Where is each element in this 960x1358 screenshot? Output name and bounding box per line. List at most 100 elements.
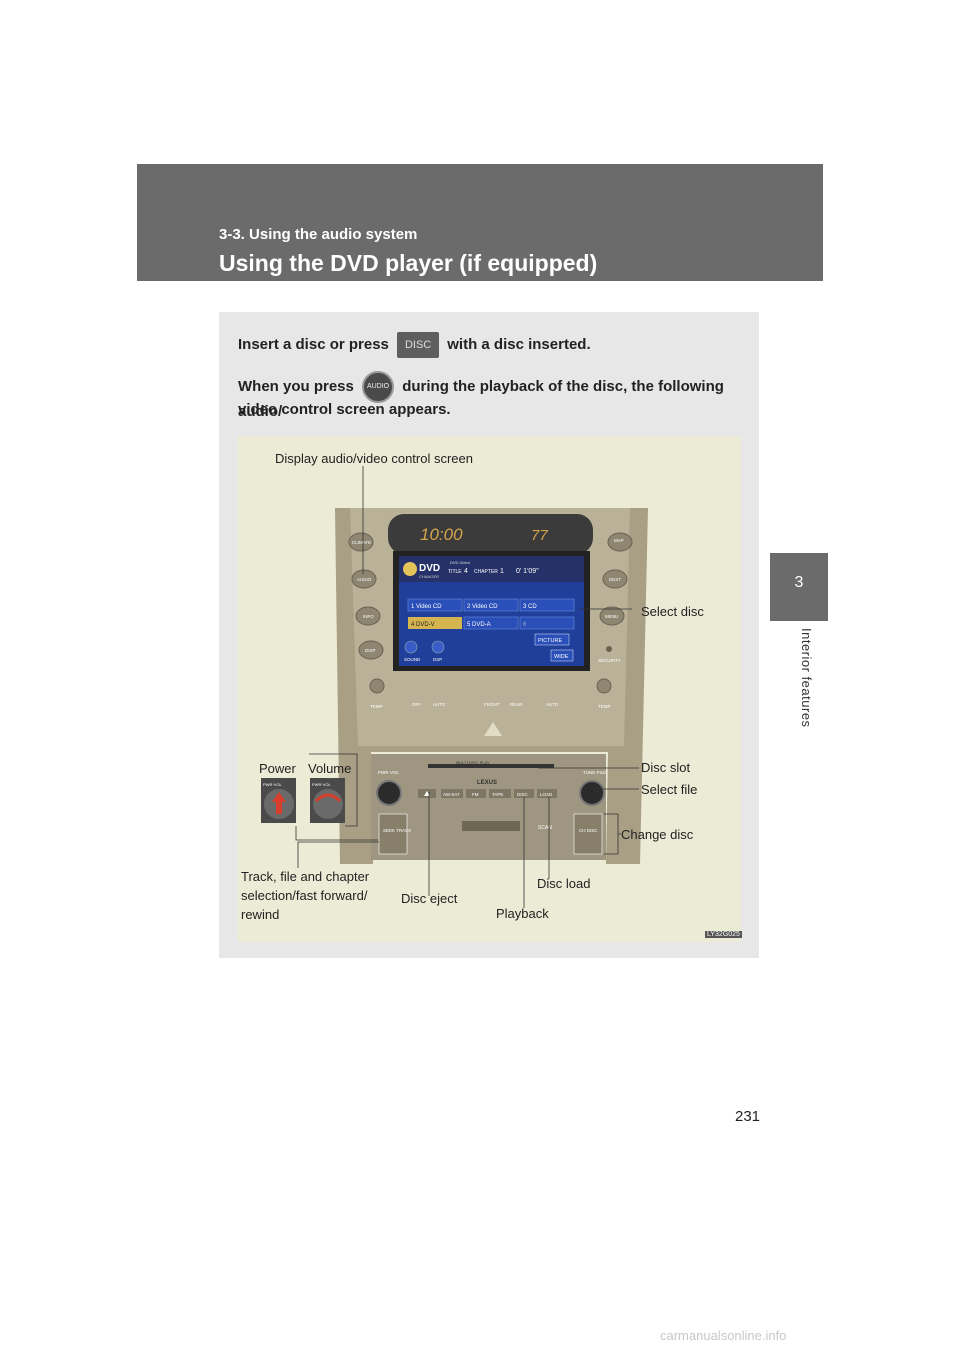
info-button	[355, 606, 381, 626]
climate-label: CLIMATE	[352, 540, 371, 545]
dest-button	[602, 569, 628, 589]
dsp-icon	[431, 640, 445, 654]
knob-label-power: PWR·VOL	[263, 782, 282, 787]
map-label: MAP	[614, 538, 624, 543]
am-sat-label: AM·SAT	[443, 792, 460, 797]
scan-label: SCAN	[538, 825, 552, 831]
instruction-panel: Insert a disc or press DISC with a disc …	[219, 312, 759, 958]
climate-front: FRONT	[484, 702, 500, 707]
disp-button	[358, 640, 384, 660]
dvd-video-text: DVD-Video	[450, 560, 471, 565]
callout-change-disc: Change disc	[621, 827, 694, 842]
press-arrow-icon	[272, 792, 286, 814]
callout-disc-load: Disc load	[537, 876, 591, 891]
hazard-icon	[484, 722, 502, 736]
callout-track: Track, file and chapter selection/fast f…	[241, 867, 369, 924]
ch-disc-button	[573, 813, 603, 855]
disc-label: 6	[523, 622, 527, 628]
multi-disc-label: MULTI-DISC PLAY	[456, 760, 490, 765]
callout-volume: Volume	[308, 761, 352, 776]
rotate-arrow-icon	[314, 793, 342, 803]
dest-label: DEST	[609, 577, 621, 582]
section-header: 3-3. Using the audio system Using the DV…	[137, 164, 823, 281]
lexus-logo: LEXUS	[477, 780, 497, 786]
temp-right-label: TEMP	[598, 704, 611, 709]
leader-lines	[295, 466, 639, 908]
title-number: 4	[464, 568, 468, 575]
disc-item-5	[463, 616, 519, 630]
page-title: Using the DVD player (if equipped)	[219, 250, 598, 276]
climate-auto: AUTO	[433, 702, 446, 707]
callout-disc-slot: Disc slot	[641, 760, 691, 775]
instruction-text: during the playback of the disc, the fol…	[238, 377, 724, 420]
left-buttons: CLIMATE AUDIO INFO DISP	[348, 532, 384, 660]
source-buttons: AM·SAT FM TAPE DISC LOAD	[418, 789, 557, 798]
dvd-logo: DVD	[419, 563, 440, 574]
disc-source-button	[514, 789, 534, 798]
instruction-line-1: Insert a disc or press DISC with a disc …	[238, 332, 591, 358]
sound-label: SOUND	[404, 657, 421, 662]
temp-left-button	[369, 678, 385, 694]
audio-label: AUDIO	[357, 577, 372, 582]
ch-disc-label: CH DISC	[579, 828, 598, 833]
menu-button	[599, 606, 625, 626]
dvd-disc-icon	[403, 562, 417, 576]
disc-source-label: DISC	[517, 792, 529, 797]
climate-off: OFF	[412, 702, 421, 707]
temp-right-button	[596, 678, 612, 694]
map-button	[607, 532, 633, 552]
chapter-tab: 3	[770, 553, 828, 621]
clock-text: 10:00	[420, 525, 463, 544]
tune-file-label: TUNE·FILE	[583, 770, 606, 775]
disc-label: 5 DVD-A	[467, 622, 491, 628]
instruction-line-2: When you press AUDIO during the playback…	[238, 371, 759, 420]
instruction-text: When you press	[238, 377, 354, 395]
sound-icon	[404, 640, 418, 654]
picture-label: PICTURE	[538, 638, 562, 644]
disp-label: DISP	[365, 648, 376, 653]
picture-button	[534, 633, 570, 646]
instruction-text: Insert a disc or press	[238, 335, 389, 353]
disc-item-6	[519, 616, 575, 630]
section-label: 3-3. Using the audio system	[219, 226, 418, 243]
disc-button-icon: DISC	[397, 332, 440, 358]
console-illustration: 10:00 77 DVD CHANGER DVD-Video TITLE 4 C…	[261, 466, 648, 908]
callout-display: Display audio/video control screen	[275, 451, 473, 466]
info-label: INFO	[363, 614, 374, 619]
callout-track-line: Track, file and chapter	[241, 869, 370, 884]
disc-item-3	[519, 598, 575, 612]
screen-header	[399, 556, 584, 582]
disc-item-2	[463, 598, 519, 612]
knob-label-volume: PWR·VOL	[312, 782, 331, 787]
callout-playback: Playback	[496, 906, 549, 921]
callout-track-line: rewind	[241, 907, 280, 922]
dsp-label: DSP	[433, 657, 442, 662]
climate-rear: REAR	[510, 702, 523, 707]
audio-button-icon: AUDIO	[362, 371, 395, 403]
eject-icon	[424, 791, 430, 796]
disc-item-4	[408, 617, 462, 629]
temp-left-label: TEMP	[370, 704, 383, 709]
page-number: 231	[735, 1108, 761, 1125]
info-display	[388, 514, 593, 554]
instruction-line-3: video control screen appears.	[238, 401, 451, 418]
seek-track-button	[378, 813, 408, 855]
chapter-number: 1	[500, 568, 504, 575]
pwr-vol-label: PWR·VOL	[378, 770, 399, 775]
disc-slot	[428, 764, 554, 768]
audio-button	[351, 569, 377, 589]
am-sat-button	[441, 789, 463, 798]
temp-text: 77	[531, 527, 548, 544]
instruction-text: with a disc inserted.	[447, 335, 591, 353]
chapter-label: CHAPTER	[474, 569, 498, 575]
climate-button	[348, 532, 374, 552]
climate-row: OFF AUTO FRONT REAR AUTO	[412, 702, 559, 707]
disc-label: 4 DVD-V	[411, 622, 435, 628]
callout-disc-eject: Disc eject	[401, 891, 458, 906]
disc-list: 1 Video CD 2 Video CD 3 CD 4 DVD-V 5 DVD…	[407, 598, 575, 630]
callout-select-file: Select file	[641, 782, 698, 797]
load-button	[537, 789, 557, 798]
callout-select-disc: Select disc	[641, 604, 704, 619]
chapter-tab-label: Interior features	[799, 628, 814, 728]
fm-label: FM	[472, 792, 479, 797]
